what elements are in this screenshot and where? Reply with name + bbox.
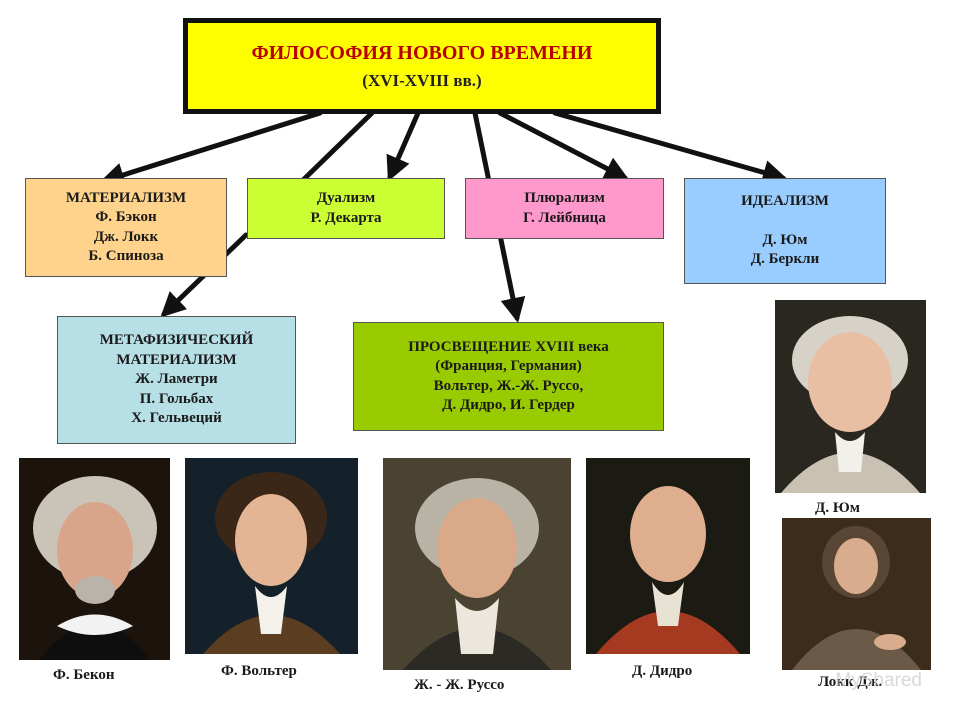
arrow-to-materialism	[99, 110, 323, 187]
metaphysical-materialism-box: МЕТАФИЗИЧЕСКИЙ МАТЕРИАЛИЗМ Ж. Ламетри П.…	[57, 316, 296, 444]
arrow-to-dualism-a	[297, 110, 375, 186]
watermark-logo: MyShared	[835, 670, 922, 691]
arrow-to-pluralism	[497, 110, 630, 181]
enlightenment-box: ПРОСВЕЩЕНИЕ XVIII века (Франция, Германи…	[353, 322, 664, 431]
caption-locke: Локк Дж.	[818, 674, 883, 690]
metaphysical-line: МЕТАФИЗИЧЕСКИЙ	[99, 332, 254, 349]
idealism-line: ИДЕАЛИЗМ	[741, 193, 829, 210]
portrait-hume	[775, 300, 926, 493]
diagram-title: ФИЛОСОФИЯ НОВОГО ВРЕМЕНИ	[251, 42, 593, 65]
idealism-line: Д. Беркли	[750, 251, 820, 268]
caption-bacon: Ф. Бекон	[53, 667, 115, 683]
pluralism-box: Плюрализм Г. Лейбница	[465, 178, 664, 239]
metaphysical-line: Ж. Ламетри	[135, 371, 218, 388]
arrow-to-idealism	[552, 110, 788, 185]
idealism-line: Д. Юм	[762, 231, 808, 248]
metaphysical-line: П. Гольбах	[139, 390, 214, 407]
enlightenment-line: (Франция, Германия)	[435, 358, 582, 374]
materialism-line: Дж. Локк	[93, 228, 159, 245]
portrait-locke	[782, 518, 931, 670]
title-box: ФИЛОСОФИЯ НОВОГО ВРЕМЕНИ (XVI-XVIII вв.)	[183, 18, 661, 114]
enlightenment-line: Д. Дидро, И. Гердер	[442, 397, 575, 413]
materialism-line: Б. Спиноза	[88, 248, 164, 264]
caption-diderot: Д. Дидро	[632, 663, 693, 679]
portrait-rousseau	[383, 458, 571, 670]
dualism-line: Дуализм	[316, 190, 376, 206]
dualism-box: Дуализм Р. Декарта	[247, 178, 445, 239]
diagram-subtitle: (XVI-XVIII вв.)	[362, 71, 482, 91]
metaphysical-line: Х. Гельвеций	[131, 410, 222, 427]
portrait-bacon	[19, 458, 170, 660]
pluralism-line: Плюрализм	[524, 190, 605, 206]
caption-hume: Д. Юм	[815, 500, 860, 516]
arrow-to-dualism-b	[386, 110, 421, 182]
materialism-line: Ф. Бэкон	[95, 209, 157, 225]
metaphysical-line: МАТЕРИАЛИЗМ	[116, 351, 237, 368]
portrait-diderot	[586, 458, 750, 654]
portrait-voltaire	[185, 458, 358, 654]
materialism-box: МАТЕРИАЛИЗМ Ф. Бэкон Дж. Локк Б. Спиноза	[25, 178, 227, 277]
caption-rousseau: Ж. - Ж. Руссо	[414, 677, 505, 693]
dualism-line: Р. Декарта	[310, 209, 382, 226]
materialism-line: МАТЕРИАЛИЗМ	[65, 189, 187, 206]
enlightenment-line: ПРОСВЕЩЕНИЕ XVIII века	[408, 338, 609, 355]
enlightenment-line: Вольтер, Ж.-Ж. Руссо,	[433, 377, 584, 394]
caption-voltaire: Ф. Вольтер	[221, 663, 297, 679]
pluralism-line: Г. Лейбница	[523, 209, 606, 226]
idealism-box: ИДЕАЛИЗМ Д. Юм Д. Беркли	[684, 178, 886, 284]
